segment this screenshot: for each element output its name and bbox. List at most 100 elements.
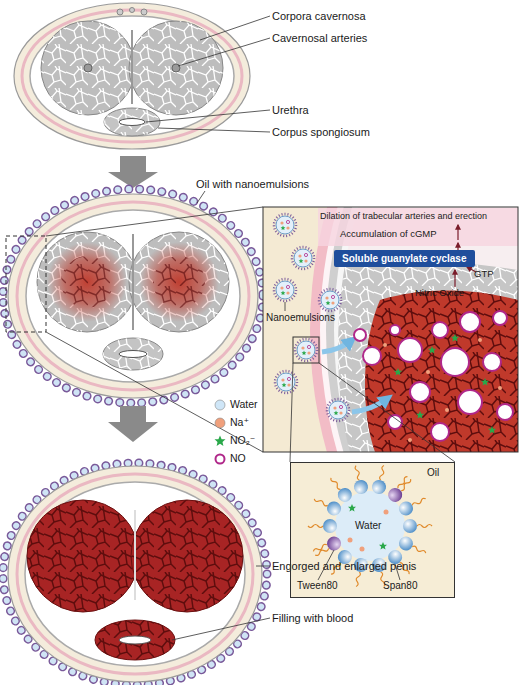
illustration-part bbox=[104, 108, 160, 136]
legend-ring bbox=[216, 455, 225, 464]
illustration-part bbox=[153, 256, 205, 308]
illustration-part bbox=[428, 346, 436, 354]
leader-lines bbox=[46, 191, 263, 452]
inset-label: Tween80 bbox=[297, 580, 338, 591]
illustration-part bbox=[363, 347, 381, 365]
illustration-part bbox=[119, 636, 151, 644]
illustration-part bbox=[481, 378, 489, 386]
legend-swatch bbox=[214, 453, 226, 465]
legend-swatch bbox=[214, 417, 226, 429]
illustration-part bbox=[488, 426, 496, 434]
illustration-part bbox=[308, 519, 337, 533]
text-label: Filling with blood bbox=[272, 612, 422, 625]
illustration-part bbox=[365, 291, 518, 452]
illustration-part bbox=[17, 202, 249, 390]
zoom-inset bbox=[263, 207, 518, 452]
legend-text: NO₂⁻ bbox=[230, 434, 255, 446]
illustration-part bbox=[390, 325, 400, 335]
illustration-part bbox=[355, 465, 361, 480]
illustration-part bbox=[308, 525, 323, 528]
illustration-part bbox=[178, 38, 270, 66]
illustration-part bbox=[46, 332, 263, 452]
illustration-part bbox=[379, 542, 387, 550]
text-label: Corpus spongiosum bbox=[272, 126, 422, 139]
illustration-part bbox=[383, 343, 387, 347]
illustration-part bbox=[408, 438, 412, 442]
illustration-part bbox=[478, 338, 482, 342]
illustration-part bbox=[403, 519, 417, 533]
illustration-part bbox=[322, 340, 352, 352]
illustration-part bbox=[158, 128, 270, 132]
illustration-part bbox=[483, 353, 501, 371]
illustration-part bbox=[335, 485, 355, 505]
illustration-part bbox=[41, 21, 135, 115]
illustration-part bbox=[318, 208, 518, 246]
illustration-part bbox=[141, 9, 147, 15]
illustration-part bbox=[349, 464, 369, 495]
illustration-part bbox=[416, 411, 424, 419]
illustration-part bbox=[84, 64, 92, 72]
illustration-part bbox=[314, 497, 329, 506]
illustration-part bbox=[385, 473, 414, 504]
text-label: Nanoemulsions bbox=[266, 312, 356, 324]
illustration-part bbox=[319, 363, 455, 462]
illustration-part bbox=[394, 368, 402, 376]
illustration-part bbox=[397, 493, 429, 518]
text-label: Oil with nanoemulsions bbox=[196, 178, 346, 191]
legend-swatch bbox=[214, 399, 226, 411]
illustration-part bbox=[403, 519, 432, 533]
legend-star bbox=[215, 436, 226, 447]
illustration-part bbox=[338, 260, 518, 452]
illustration-part bbox=[129, 21, 223, 115]
text-label: Engorged and enlarged penis bbox=[272, 560, 452, 573]
illustration-part bbox=[426, 370, 430, 374]
illustration-part bbox=[17, 474, 253, 674]
inset-label: Span80 bbox=[383, 580, 417, 591]
legend-swatch bbox=[214, 435, 226, 447]
inset-label: Water bbox=[355, 520, 381, 531]
illustration-part bbox=[325, 499, 344, 518]
leader-lines bbox=[146, 16, 270, 132]
illustration-part bbox=[460, 312, 480, 332]
illustration-part bbox=[274, 214, 296, 236]
illustration-part bbox=[353, 479, 370, 496]
illustration-part bbox=[397, 534, 416, 553]
legend-dot bbox=[215, 418, 225, 428]
leader-lines bbox=[290, 363, 455, 462]
illustration-part bbox=[432, 322, 448, 338]
illustration-part bbox=[172, 618, 270, 640]
droplet-inset-box: OilWaterTween80Span80 bbox=[290, 462, 455, 598]
illustration-part bbox=[61, 256, 113, 308]
illustration-part bbox=[103, 338, 163, 370]
illustration-part bbox=[451, 334, 459, 342]
illustration-part bbox=[27, 500, 139, 612]
illustration-part bbox=[130, 8, 135, 13]
penis-cross-section bbox=[3, 463, 267, 685]
illustration-part bbox=[327, 399, 349, 421]
illustration-part bbox=[131, 500, 243, 612]
illustration-part bbox=[330, 477, 342, 491]
illustration-part bbox=[292, 247, 314, 269]
illustration-part bbox=[431, 423, 449, 441]
illustration-part bbox=[326, 473, 355, 504]
text-label: Corpora cavernosa bbox=[272, 10, 422, 23]
illustration-part bbox=[46, 207, 263, 236]
text-label: Dilation of trabecular arteries and erec… bbox=[320, 211, 518, 221]
illustration-part bbox=[47, 242, 127, 322]
illustration-part bbox=[497, 404, 513, 420]
text-label: Urethra bbox=[272, 104, 422, 117]
illustration-part bbox=[132, 234, 134, 330]
illustration-part bbox=[8, 466, 262, 682]
penis-cross-section bbox=[3, 189, 263, 403]
illustration-part bbox=[275, 371, 297, 393]
illustration-part bbox=[323, 519, 337, 533]
illustration-part bbox=[360, 547, 365, 552]
illustration-part bbox=[397, 499, 416, 518]
illustration-part bbox=[103, 338, 163, 370]
illustration-part bbox=[319, 289, 341, 311]
flow-arrow bbox=[108, 156, 158, 188]
illustration-part bbox=[3, 189, 263, 403]
illustration-part bbox=[3, 463, 267, 685]
illustration-part bbox=[383, 338, 502, 442]
